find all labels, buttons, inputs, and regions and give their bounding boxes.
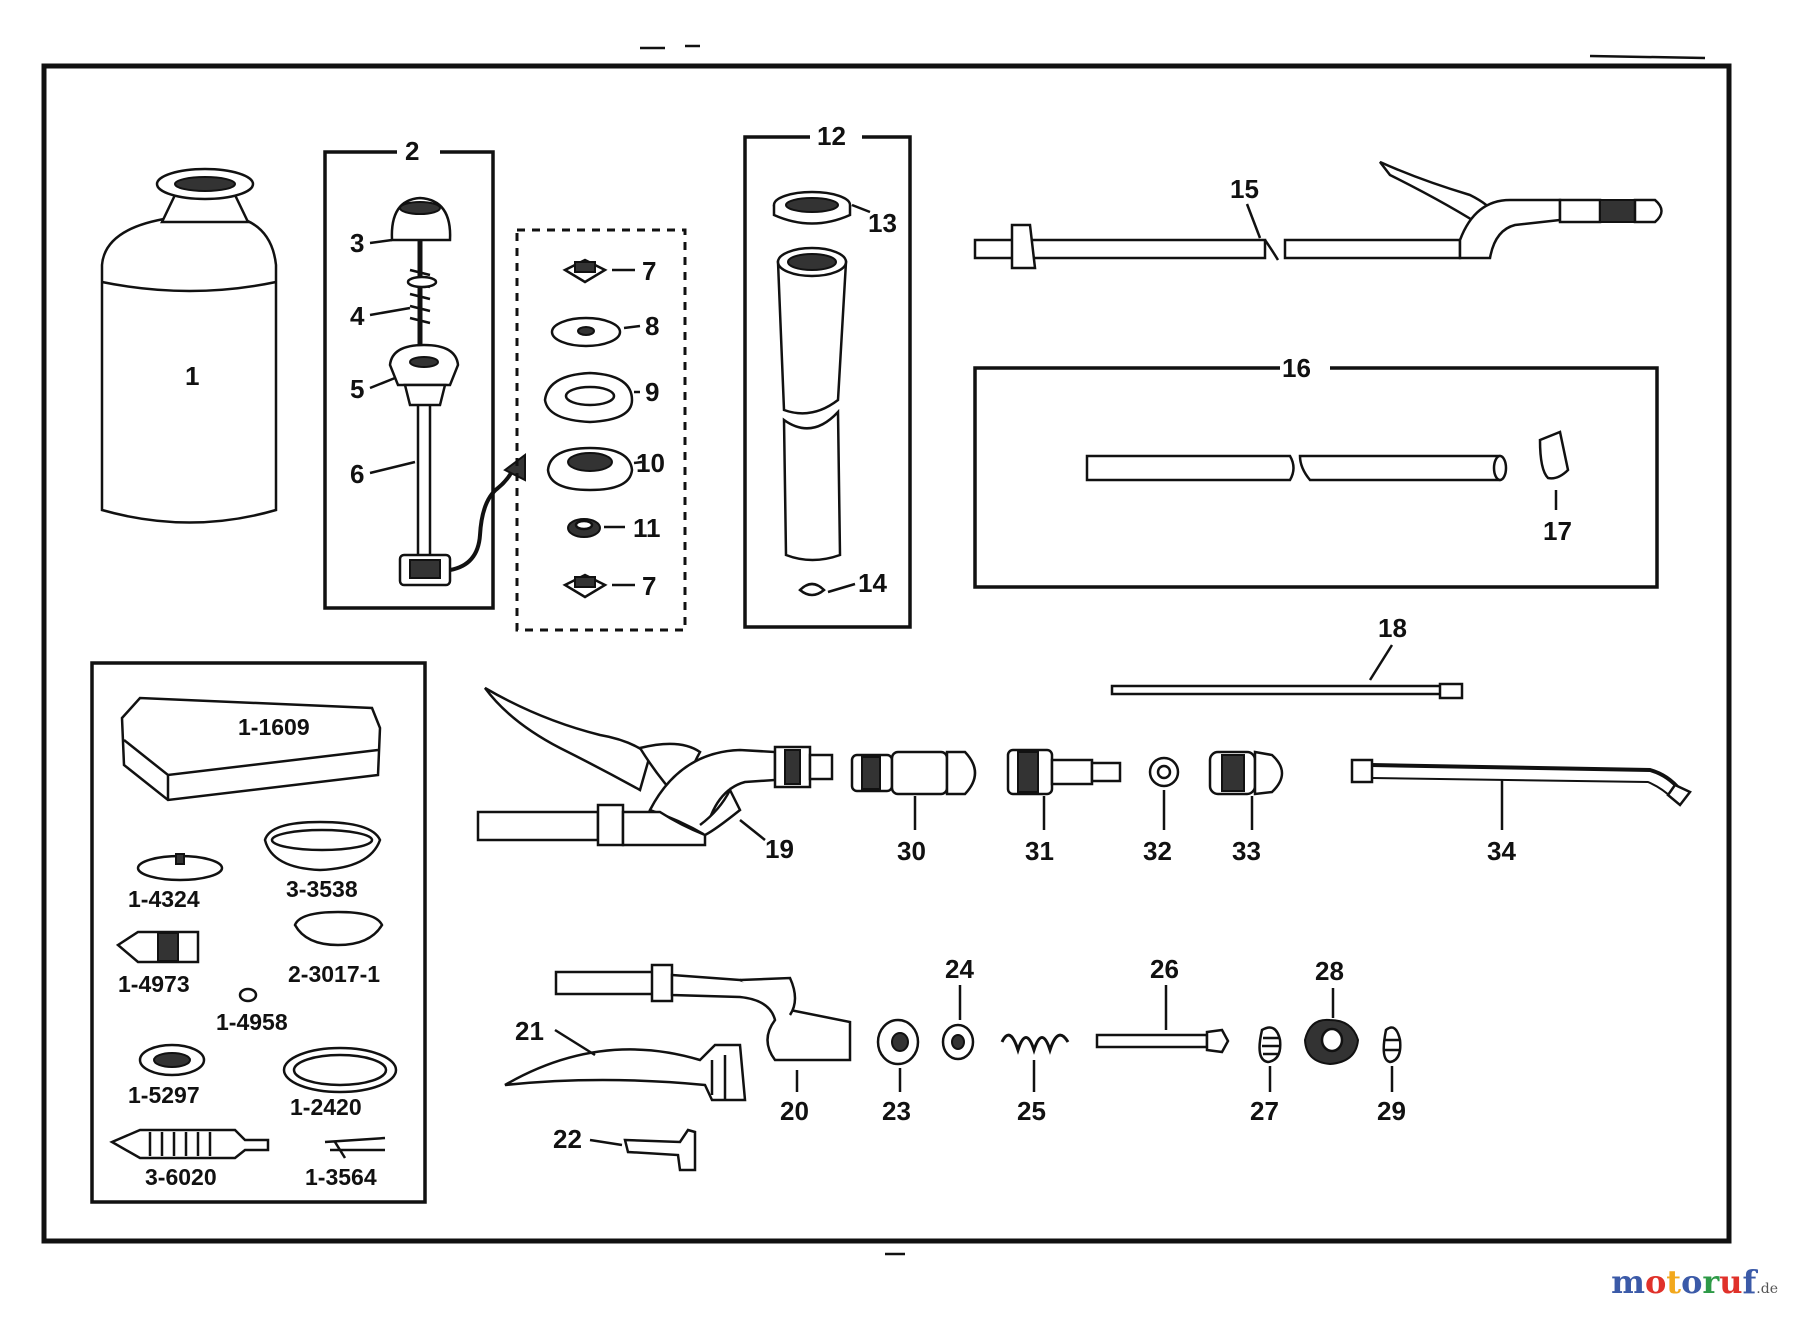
wm-o1: o <box>1644 1263 1667 1301</box>
repair-kit-parts <box>109 696 398 1160</box>
handle-kit-parts <box>504 963 1402 1172</box>
label-3: 3 <box>350 228 364 258</box>
extension-tube-parts <box>1085 430 1570 482</box>
leader-14 <box>827 582 856 594</box>
group-16-frame <box>973 366 1659 589</box>
label-12: 12 <box>817 121 846 151</box>
valve-group-frame <box>515 228 687 632</box>
leader-21 <box>554 1028 596 1057</box>
label-26: 26 <box>1150 954 1179 984</box>
wm-u: u <box>1719 1263 1743 1301</box>
label-15: 15 <box>1230 174 1259 204</box>
rod-part <box>1110 682 1464 700</box>
label-2: 2 <box>405 136 419 166</box>
kit-label-1-4324: 1-4324 <box>128 886 200 912</box>
label-7b: 7 <box>642 571 656 601</box>
nozzle-parts-row <box>850 748 1692 807</box>
wm-o2: o <box>1681 1263 1703 1301</box>
label-31: 31 <box>1025 836 1054 866</box>
leader-13 <box>851 203 871 214</box>
label-33: 33 <box>1232 836 1261 866</box>
label-20: 20 <box>780 1096 809 1126</box>
group-12-frame <box>743 135 912 629</box>
leader-15 <box>1245 203 1262 239</box>
label-22: 22 <box>553 1124 582 1154</box>
label-24: 24 <box>945 954 974 984</box>
wm-tld: .de <box>1756 1281 1778 1297</box>
label-21: 21 <box>515 1016 544 1046</box>
label-18: 18 <box>1378 613 1407 643</box>
label-8: 8 <box>645 311 659 341</box>
kit-label-1-1609: 1-1609 <box>238 714 310 740</box>
label-5: 5 <box>350 374 364 404</box>
label-17: 17 <box>1543 516 1572 546</box>
motoruf-logo: motoruf.de <box>1611 1263 1778 1301</box>
label-34: 34 <box>1487 836 1516 866</box>
label-23: 23 <box>882 1096 911 1126</box>
label-4: 4 <box>350 301 365 331</box>
label-9: 9 <box>645 377 659 407</box>
kit-label-1-4973: 1-4973 <box>118 971 190 997</box>
kit-label-3-6020: 3-6020 <box>145 1164 217 1190</box>
label-27: 27 <box>1250 1096 1279 1126</box>
group-2-frame <box>323 150 495 610</box>
leader-5 <box>369 376 396 390</box>
kit-label-1-2420: 1-2420 <box>290 1094 362 1120</box>
valve-parts <box>543 258 634 599</box>
scan-marks <box>640 44 1706 60</box>
label-14: 14 <box>858 568 887 598</box>
large-handle-part <box>476 686 834 847</box>
kit-label-1-5297: 1-5297 <box>128 1082 200 1108</box>
leader-19 <box>739 819 766 841</box>
handle-lance-part <box>973 160 1663 270</box>
leader-22 <box>589 1138 623 1147</box>
label-25: 25 <box>1017 1096 1046 1126</box>
outer-frame <box>41 63 1732 1244</box>
leader-8 <box>623 324 641 330</box>
label-1: 1 <box>185 361 199 391</box>
wm-f: f <box>1742 1263 1757 1301</box>
label-19: 19 <box>765 834 794 864</box>
kit-label-1-4958: 1-4958 <box>216 1009 288 1035</box>
label-28: 28 <box>1315 956 1344 986</box>
label-10: 10 <box>636 448 665 478</box>
leader-3 <box>369 238 393 245</box>
tank-part <box>100 167 278 524</box>
cylinder-parts <box>772 190 852 597</box>
leader-6 <box>369 460 416 475</box>
label-32: 32 <box>1143 836 1172 866</box>
label-7a: 7 <box>642 256 656 286</box>
label-16: 16 <box>1282 353 1311 383</box>
leader-18 <box>1368 644 1394 681</box>
wm-t: t <box>1666 1263 1682 1301</box>
label-30: 30 <box>897 836 926 866</box>
label-29: 29 <box>1377 1096 1406 1126</box>
wm-r: r <box>1702 1263 1720 1301</box>
leader-4 <box>369 306 411 317</box>
kit-label-1-3564: 1-3564 <box>305 1164 377 1190</box>
kit-label-3-3538: 3-3538 <box>286 876 358 902</box>
label-6: 6 <box>350 459 364 489</box>
kit-label-2-3017-1: 2-3017-1 <box>288 961 380 987</box>
label-11: 11 <box>633 513 661 543</box>
repair-kit-frame <box>90 661 427 1204</box>
pump-rod-part <box>388 196 526 587</box>
wm-m: m <box>1611 1263 1645 1301</box>
label-13: 13 <box>868 208 897 238</box>
leader-10 <box>633 460 643 465</box>
